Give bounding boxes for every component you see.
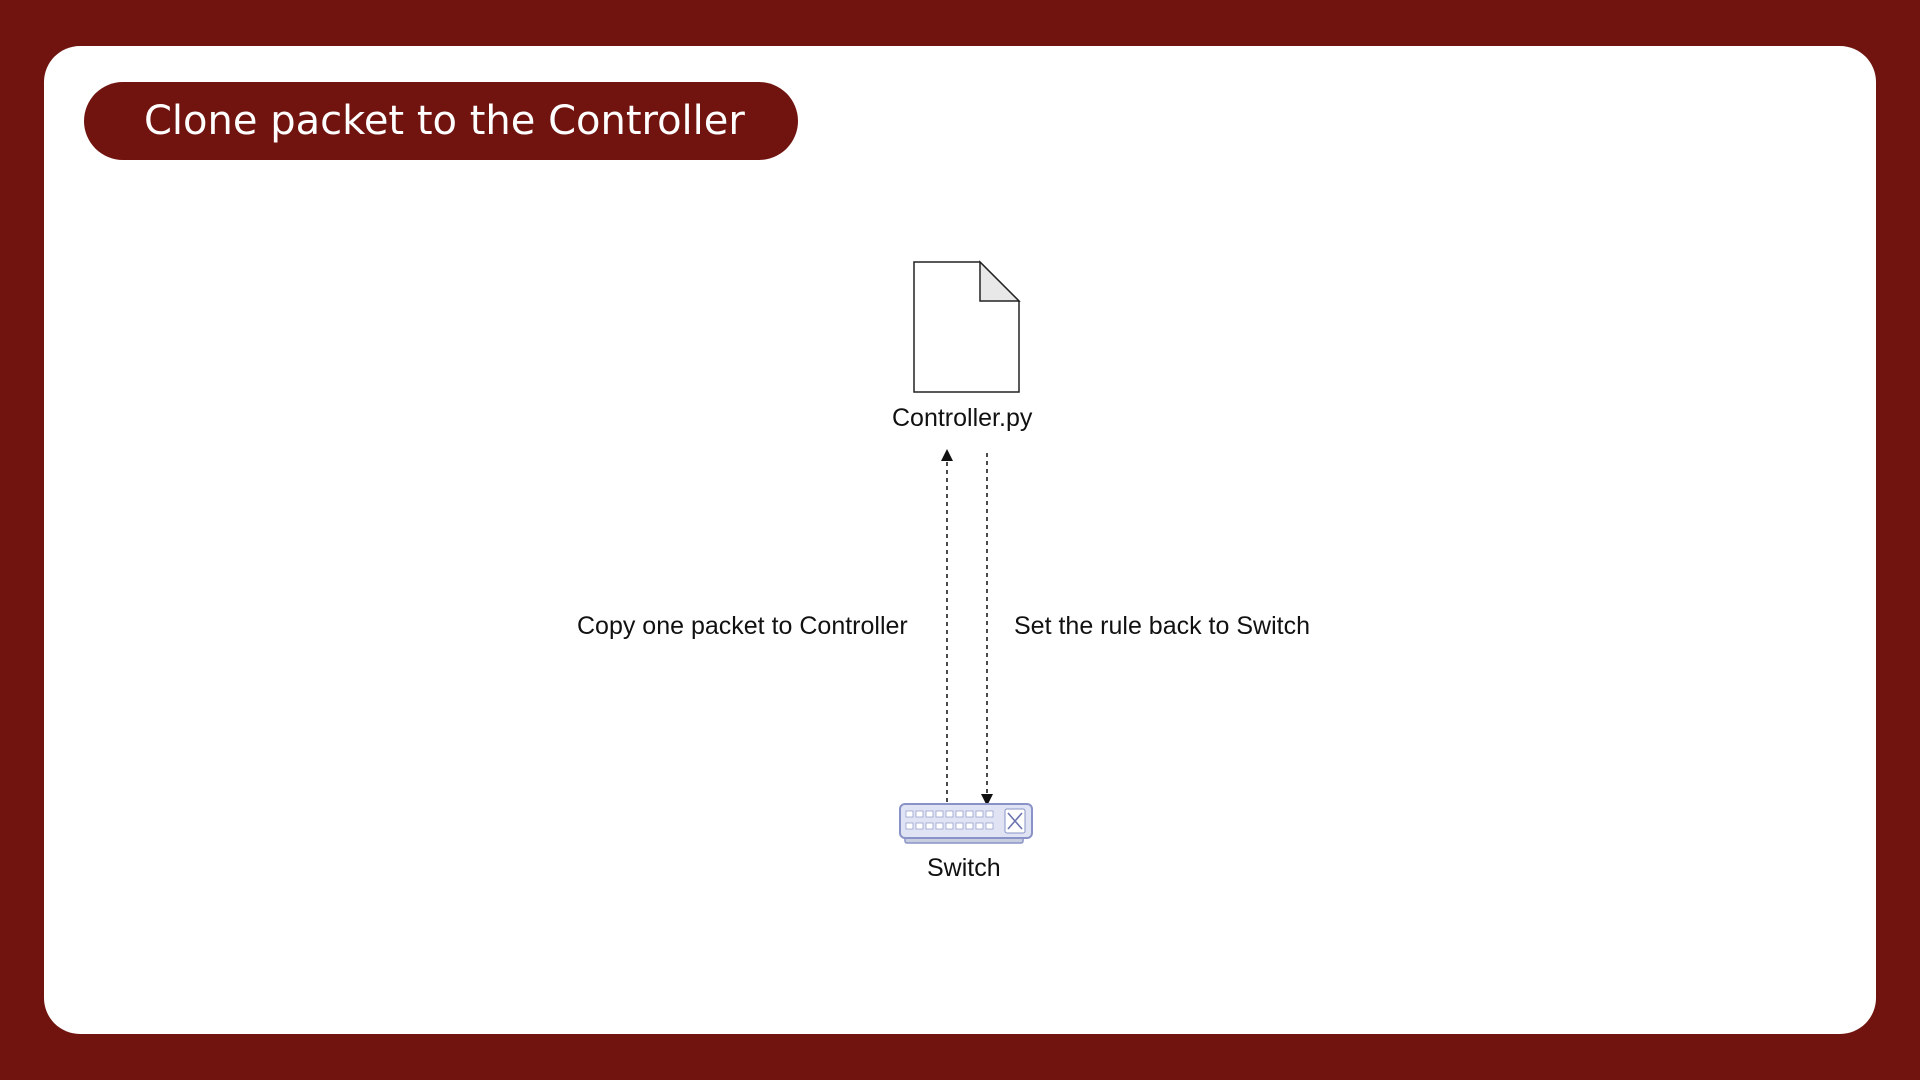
- document-icon[interactable]: [913, 260, 1021, 393]
- switch-label: Switch: [927, 854, 1001, 882]
- edge-rule-label: Set the rule back to Switch: [1014, 612, 1310, 640]
- slide-title: Clone packet to the Controller: [84, 82, 798, 160]
- network-switch-icon[interactable]: [899, 803, 1033, 844]
- slide-card: [44, 46, 1876, 1034]
- edge-copy-label: Copy one packet to Controller: [577, 612, 908, 640]
- controller-label: Controller.py: [892, 404, 1033, 432]
